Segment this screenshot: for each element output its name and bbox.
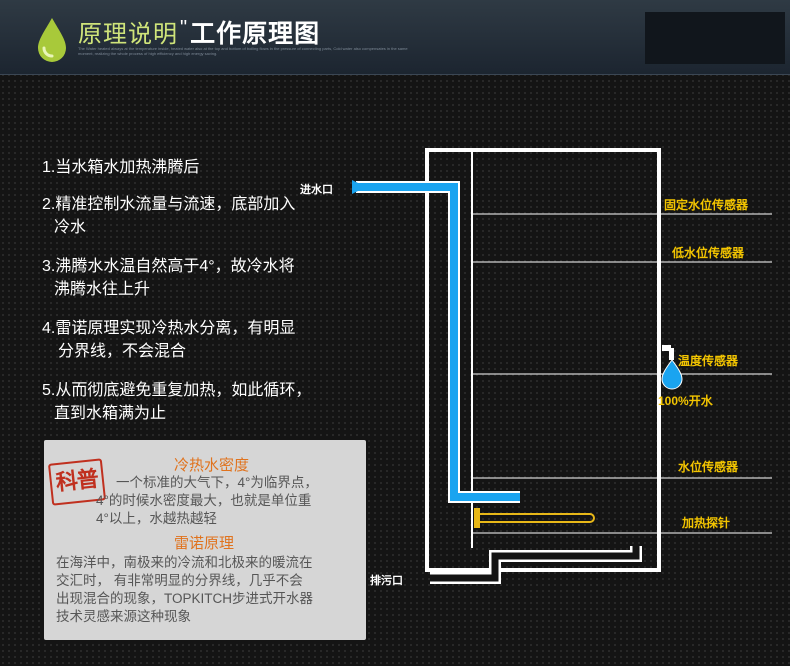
step-5: 5.从而彻底避免重复加热，如此循环， 直到水箱满为止 <box>42 379 311 425</box>
tap-icon <box>662 345 674 360</box>
step-1-line1: 1.当水箱水加热沸腾后 <box>42 159 200 176</box>
boiling-drop-icon <box>661 359 683 390</box>
science-note-box: 科普 冷热水密度 一个标准的大气下，4°为临界点， 4°的时候水密度最大，也就是… <box>44 440 366 640</box>
tank-outer-wall <box>425 148 661 572</box>
note-density-line-3: 4°以上，水越热越轻 <box>96 511 217 526</box>
fixed-level-sensor-label: 固定水位传感器 <box>664 198 749 212</box>
water-drop-icon <box>38 18 66 62</box>
inlet-arrow-icon <box>352 180 366 194</box>
note-reynolds-line-4: 技术灵感来源这种现象 <box>56 609 191 624</box>
low-level-sensor-label: 低水位传感器 <box>672 246 745 260</box>
subtitle-small-text: The Water heated always at the temperatu… <box>78 46 408 56</box>
heating-probe <box>474 508 595 528</box>
step-5-line1: 5.从而彻底避免重复加热，如此循环， <box>42 382 312 399</box>
inlet-label: 进水口 <box>300 184 333 196</box>
title-separator: " <box>180 17 189 39</box>
header-dark-box <box>645 12 785 64</box>
step-3-line2: 沸腾水往上升 <box>54 281 151 298</box>
note-density-line-1: 一个标准的大气下，4°为临界点， <box>116 475 318 490</box>
boiling-water-label: 100%开水 <box>658 394 713 408</box>
step-4-line1: 4.雷诺原理实现冷热水分离，有明显 <box>42 320 296 337</box>
heating-probe-label: 加热探针 <box>682 516 731 530</box>
inlet-pipe <box>352 180 520 503</box>
step-5-line2: 直到水箱满为止 <box>54 405 167 422</box>
step-4-line2: 分界线，不会混合 <box>58 343 187 360</box>
step-3-line1: 3.沸腾水水温自然高于4°，故冷水将 <box>42 258 295 275</box>
water-level-sensor-label: 水位传感器 <box>678 460 739 474</box>
step-2-line2: 冷水 <box>54 219 87 236</box>
step-2-line1: 2.精准控制水流量与流速，底部加入 <box>42 196 296 213</box>
step-2: 2.精准控制水流量与流速，底部加入 冷水 <box>42 193 295 239</box>
note-reynolds-line-2: 交汇时， 有非常明显的分界线，几乎不会 <box>56 573 303 588</box>
note-heading-reynolds: 雷诺原理 <box>174 535 235 552</box>
temperature-sensor-label: 温度传感器 <box>678 354 739 368</box>
drain-pipe <box>430 546 642 584</box>
note-density-line-2: 4°的时候水密度最大，也就是单位重 <box>96 493 312 508</box>
page-title: 原理说明"工作原理图 <box>78 14 320 50</box>
title-light: 原理说明 <box>78 21 178 48</box>
title-bold: 工作原理图 <box>190 20 321 48</box>
note-reynolds-line-3: 出现混合的现象，TOPKITCH步进式开水器 <box>56 591 314 606</box>
step-1: 1.当水箱水加热沸腾后 <box>42 156 199 179</box>
note-heading-density: 冷热水密度 <box>174 457 250 474</box>
header-banner: 原理说明"工作原理图 The Water heated always at th… <box>0 0 790 75</box>
drain-label: 排污口 <box>370 575 403 587</box>
step-3: 3.沸腾水水温自然高于4°，故冷水将 沸腾水往上升 <box>42 255 295 301</box>
note-reynolds-line-1: 在海洋中，南极来的冷流和北极来的暖流在 <box>56 555 313 570</box>
step-4: 4.雷诺原理实现冷热水分离，有明显 分界线，不会混合 <box>42 317 295 363</box>
